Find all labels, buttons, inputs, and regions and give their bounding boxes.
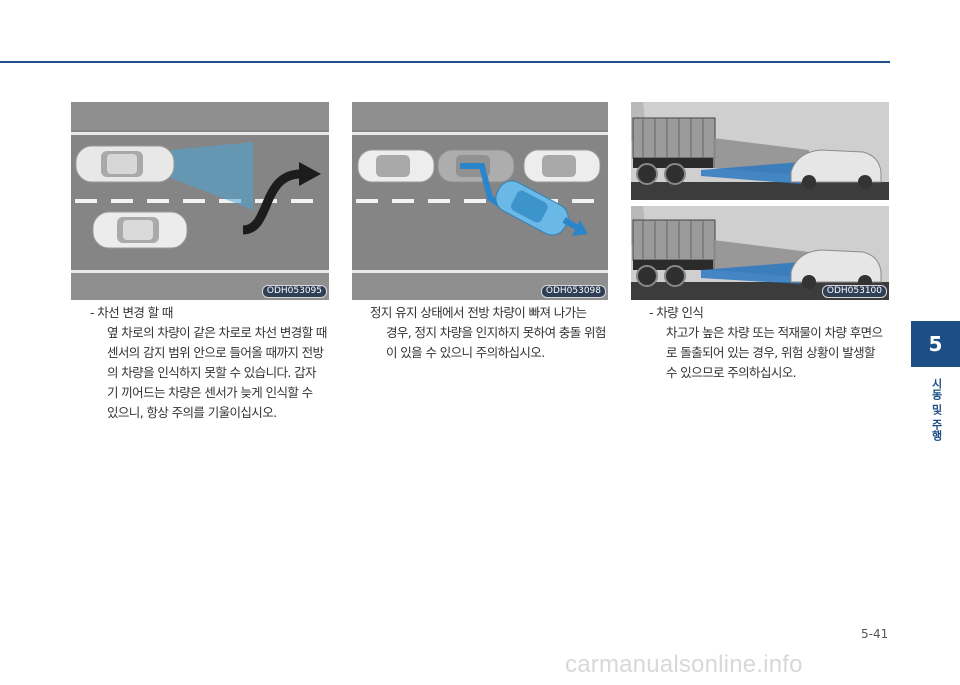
page-number: 5-41	[861, 627, 889, 641]
lane-change-illustration	[71, 102, 329, 300]
caption-line: 이 있을 수 있으니 주의하십시오.	[386, 345, 545, 360]
figure-code: ODH053095	[261, 285, 327, 298]
car-side-icon	[92, 211, 188, 249]
caption-line: 정지 유지 상태에서 전방 차량이 빠져 나가는	[370, 305, 587, 320]
caption-line: 차고가 높은 차량 또는 적재물이 차량 후면으	[666, 325, 883, 340]
caption-line: 있으니, 항상 주의를 기울이십시오.	[107, 405, 277, 420]
stop-hold-illustration	[352, 102, 608, 300]
caption-line: 수 있으므로 주의하십시오.	[666, 365, 797, 380]
caption-line: 의 차량을 인식하지 못할 수 있습니다. 갑자	[107, 365, 317, 380]
chapter-title: 시동 및 주행	[930, 378, 943, 441]
caption-heading: - 차선 변경 할 때	[90, 305, 173, 320]
header-rule	[0, 61, 890, 63]
figure-vehicle-recognition: ODH053100	[631, 102, 889, 300]
caption-lane-change: - 차선 변경 할 때 옆 차로의 차량이 같은 차로로 차선 변경할 때 센서…	[90, 303, 340, 423]
vehicle-recognition-illustration	[631, 102, 889, 300]
caption-line: 센서의 감지 범위 안으로 들어올 때까지 전방	[107, 345, 324, 360]
caption-stop-hold: 정지 유지 상태에서 전방 차량이 빠져 나가는 경우, 정지 차량을 인지하지…	[370, 303, 620, 363]
panel-high-truck	[631, 102, 889, 200]
figure-code: ODH053098	[540, 285, 606, 298]
caption-line: 로 돌출되어 있는 경우, 위험 상황이 발생할	[666, 345, 876, 360]
panel-protruding-load	[631, 206, 889, 300]
caption-vehicle-recognition: - 차량 인식 차고가 높은 차량 또는 적재물이 차량 후면으 로 돌출되어 …	[649, 303, 899, 383]
chapter-tab: 5	[911, 321, 960, 367]
caption-line: 기 끼어드는 차량은 센서가 늦게 인식할 수	[107, 385, 313, 400]
figure-lane-change: ODH053095	[71, 102, 329, 300]
caption-line: 경우, 정지 차량을 인지하지 못하여 충돌 위험	[386, 325, 606, 340]
caption-heading: - 차량 인식	[649, 305, 704, 320]
figure-code: ODH053100	[821, 285, 887, 298]
car-front-icon	[75, 145, 175, 183]
car-rear-icon	[790, 149, 882, 189]
watermark: carmanualsonline.info	[565, 651, 803, 678]
car-stopped-icon	[357, 149, 435, 183]
car-ahead-icon	[523, 149, 601, 183]
figure-stop-hold: ODH053098	[352, 102, 608, 300]
car-departing-icon	[495, 180, 569, 236]
caption-line: 옆 차로의 차량이 같은 차로로 차선 변경할 때	[107, 325, 327, 340]
